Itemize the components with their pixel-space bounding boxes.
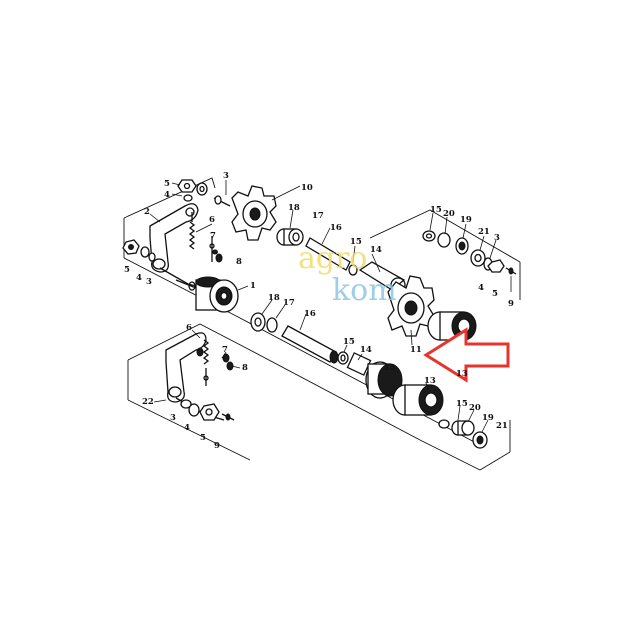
callout-label: 5 [124, 265, 130, 275]
callout-label: 4 [478, 283, 484, 293]
callout-label: 15 [350, 237, 362, 247]
upper-left-nut-5-4 [177, 179, 208, 202]
middle-shaft-parts [250, 312, 403, 399]
callout-label: 20 [469, 403, 481, 413]
callout-label: 11 [410, 345, 422, 355]
callout-label: 1 [250, 281, 256, 291]
callout-label: 2 [144, 207, 150, 217]
callout-label: 3 [223, 171, 229, 181]
callout-label: 18 [288, 203, 300, 213]
callout-label: 17 [312, 211, 324, 221]
callout-label: 3 [146, 277, 152, 287]
upper-sprocket-part-10 [213, 185, 277, 241]
callout-label: 21 [478, 227, 490, 237]
callout-label: 13 [456, 369, 468, 379]
highlighted-bushing-part-13 [427, 311, 477, 341]
callout-label: 16 [330, 223, 342, 233]
upper-left-washers-5-4-3 [122, 239, 156, 262]
callout-label: 18 [268, 293, 280, 303]
callout-label: 6 [209, 215, 215, 225]
lower-spring-6 [202, 339, 210, 386]
right-lower-small-parts [438, 419, 488, 449]
lower-bushing-part-13 [392, 384, 444, 416]
watermark-line-1: agro [298, 241, 368, 276]
right-upper-small-parts [422, 230, 517, 275]
callout-label: 7 [222, 345, 228, 355]
upper-shaft-parts [276, 228, 406, 293]
upper-lever-part-2 [149, 203, 199, 287]
callout-label: 8 [242, 363, 248, 373]
callout-label: 19 [460, 215, 472, 225]
highlight-arrow-icon [423, 327, 510, 383]
callout-label: 14 [360, 345, 372, 355]
callout-label: 4 [136, 273, 142, 283]
callout-label: 3 [494, 233, 500, 243]
callout-label: 12 [384, 363, 396, 373]
lower-left-washers-3-4-5-9 [180, 399, 235, 421]
callout-label: 5 [200, 433, 206, 443]
callout-label: 15 [430, 205, 442, 215]
lower-pin-7-8 [222, 353, 234, 371]
callout-label: 7 [210, 231, 216, 241]
callout-label: 6 [186, 323, 192, 333]
callout-labels: 5 4 3 2 6 7 8 5 4 3 10 18 17 16 15 14 1 … [124, 171, 514, 451]
callout-label: 13 [424, 376, 436, 386]
callout-label: 8 [236, 257, 242, 267]
callout-label: 22 [142, 397, 154, 407]
callout-label: 3 [170, 413, 176, 423]
leader-lines [149, 180, 512, 433]
callout-label: 15 [456, 399, 468, 409]
callout-label: 17 [283, 298, 295, 308]
callout-label: 4 [164, 190, 170, 200]
callout-label: 19 [482, 413, 494, 423]
callout-label: 10 [301, 183, 313, 193]
callout-label: 9 [214, 441, 220, 451]
upper-pin-7-8 [209, 236, 223, 263]
callout-label: 5 [164, 179, 170, 189]
callout-label: 5 [492, 289, 498, 299]
callout-label: 21 [496, 421, 508, 431]
callout-label: 14 [370, 245, 382, 255]
callout-label: 20 [443, 209, 455, 219]
right-sprocket-part-11 [387, 275, 435, 337]
watermark-line-2: kom [332, 273, 397, 308]
upper-spring-6 [188, 212, 196, 250]
callout-label: 9 [508, 299, 514, 309]
callout-label: 15 [343, 337, 355, 347]
callout-label: 4 [184, 423, 190, 433]
main-hub-part-1 [175, 276, 239, 313]
callout-label: 16 [304, 309, 316, 319]
